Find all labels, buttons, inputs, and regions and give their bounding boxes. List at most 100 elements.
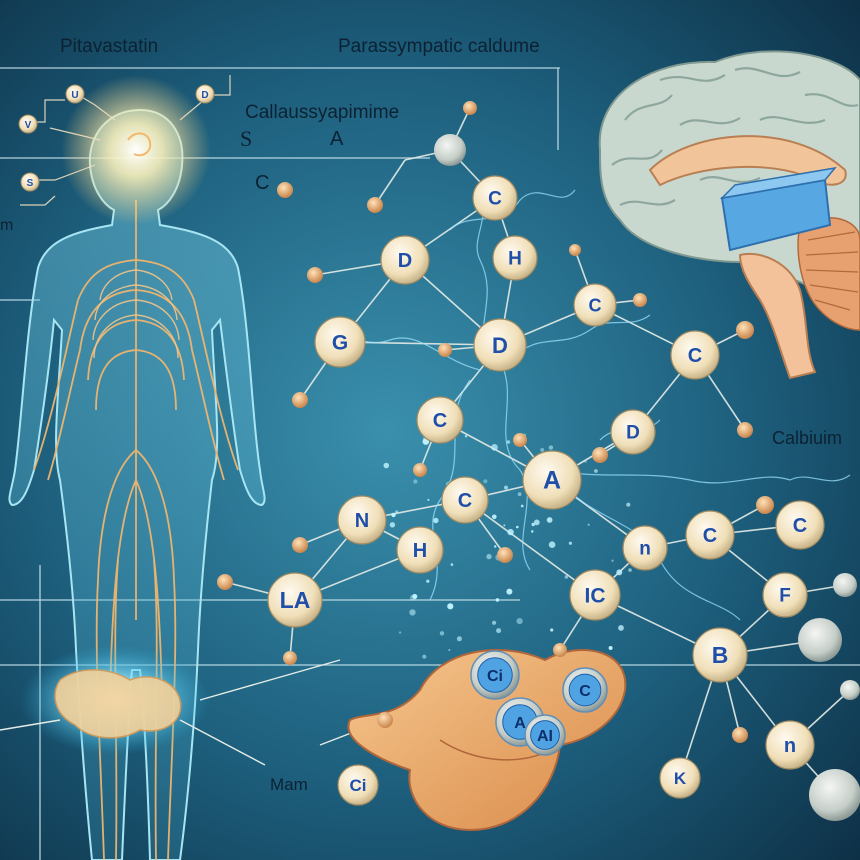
node-label: C bbox=[589, 295, 602, 315]
glow-particle bbox=[550, 628, 554, 632]
glow-particle bbox=[439, 631, 445, 636]
molecule-node-n1: C bbox=[472, 175, 518, 221]
atom-dot bbox=[283, 651, 297, 665]
atom-dot bbox=[463, 101, 477, 115]
atom-dot bbox=[434, 134, 466, 166]
atom-dots bbox=[217, 101, 860, 821]
human-figure bbox=[8, 75, 266, 860]
head-glow bbox=[61, 75, 211, 225]
molecule-node-n20: B bbox=[692, 627, 748, 683]
glow-particle bbox=[422, 654, 427, 659]
molecule-node-n19: F bbox=[762, 572, 808, 618]
molecule-node-n24: C bbox=[775, 500, 825, 550]
glow-particle bbox=[517, 492, 522, 497]
molecule-node-n10: D bbox=[610, 409, 656, 455]
glow-particle bbox=[495, 598, 500, 602]
glow-particle bbox=[503, 524, 506, 527]
glow-particle bbox=[492, 514, 497, 520]
glow-particle bbox=[426, 579, 430, 583]
molecule-node-n21: n bbox=[765, 720, 815, 770]
node-label: B bbox=[712, 642, 729, 668]
glow-particle bbox=[618, 625, 624, 631]
organ-cluster-label: C bbox=[579, 683, 591, 700]
glow-particle bbox=[464, 435, 468, 438]
node-label: D bbox=[398, 250, 412, 272]
title-right: Parassympatic caldume bbox=[338, 36, 540, 57]
ribcage bbox=[92, 269, 180, 359]
head-callout-node: D bbox=[195, 84, 215, 104]
node-label: n bbox=[784, 735, 796, 757]
glow-particle bbox=[398, 631, 402, 634]
organ-cluster-node: C bbox=[562, 667, 608, 713]
glow-particle bbox=[412, 594, 418, 599]
head-callout-node: S bbox=[20, 172, 40, 192]
glow-particle bbox=[520, 504, 524, 508]
glow-particle bbox=[531, 530, 534, 533]
node-label: C bbox=[793, 515, 807, 537]
atom-dot bbox=[732, 727, 748, 743]
glow-particle bbox=[516, 618, 523, 625]
glow-particle bbox=[483, 479, 488, 484]
glow-particle bbox=[391, 512, 396, 518]
bottom-label: Mam bbox=[270, 775, 308, 794]
glow-particle bbox=[611, 559, 614, 562]
head-callout-label: U bbox=[71, 90, 78, 101]
node-label: C bbox=[433, 410, 447, 432]
head-callout-label: V bbox=[25, 120, 32, 131]
atom-dot bbox=[592, 447, 608, 463]
molecule-node-n3: H bbox=[492, 235, 538, 281]
glow-particle bbox=[584, 460, 587, 463]
molecule-node-n22: K bbox=[659, 757, 701, 799]
molecule-node-n15: n bbox=[622, 525, 668, 571]
molecule-node-n6: D bbox=[473, 318, 527, 372]
cerebellum bbox=[797, 217, 860, 331]
glow-particle bbox=[413, 479, 418, 484]
glow-particle bbox=[616, 569, 623, 576]
glow-particle bbox=[433, 517, 439, 524]
head-callout-node: V bbox=[18, 114, 38, 134]
molecule-node-n7: C bbox=[670, 330, 720, 380]
atom-dot bbox=[513, 433, 527, 447]
atom-dot bbox=[798, 618, 842, 662]
glow-particle bbox=[456, 636, 462, 642]
glow-particle bbox=[422, 437, 426, 440]
glow-particle bbox=[548, 445, 554, 450]
glow-particle bbox=[504, 485, 508, 490]
molecule-node-n2: D bbox=[380, 235, 430, 285]
atom-dot bbox=[277, 182, 293, 198]
glow-particle bbox=[496, 628, 502, 634]
title-left: Pitavastatin bbox=[60, 36, 159, 57]
glow-particle bbox=[594, 469, 598, 473]
atom-dot bbox=[737, 422, 753, 438]
glow-particle bbox=[507, 528, 514, 536]
molecule-node-n17: LA bbox=[267, 572, 323, 628]
node-label: K bbox=[674, 769, 687, 788]
right-label: Calbiuim bbox=[772, 428, 843, 448]
node-label: D bbox=[492, 333, 508, 358]
node-label: LA bbox=[280, 587, 311, 613]
glow-particle bbox=[531, 522, 535, 527]
atom-dot bbox=[736, 321, 754, 339]
glow-particle bbox=[568, 541, 573, 545]
organ-cluster-node: AI bbox=[524, 714, 566, 756]
brain-illustration bbox=[598, 50, 860, 380]
molecule-node-n4: C bbox=[573, 283, 617, 327]
callout-c: C bbox=[255, 172, 270, 194]
molecule-node-n13: N bbox=[337, 495, 387, 545]
glow-particle bbox=[626, 502, 631, 507]
left-edge-label: m bbox=[0, 217, 14, 234]
glow-particle bbox=[395, 510, 399, 514]
atom-dot bbox=[809, 769, 860, 821]
glow-particle bbox=[608, 646, 613, 650]
molecule-node-n12: C bbox=[441, 476, 489, 524]
atom-dot bbox=[553, 643, 567, 657]
glow-particle bbox=[450, 563, 454, 566]
atom-dot bbox=[292, 392, 308, 408]
atom-dot bbox=[840, 680, 860, 700]
node-label: C bbox=[703, 525, 717, 547]
organ-illustration bbox=[347, 649, 627, 832]
molecule-node-n23: Ci bbox=[337, 764, 379, 806]
